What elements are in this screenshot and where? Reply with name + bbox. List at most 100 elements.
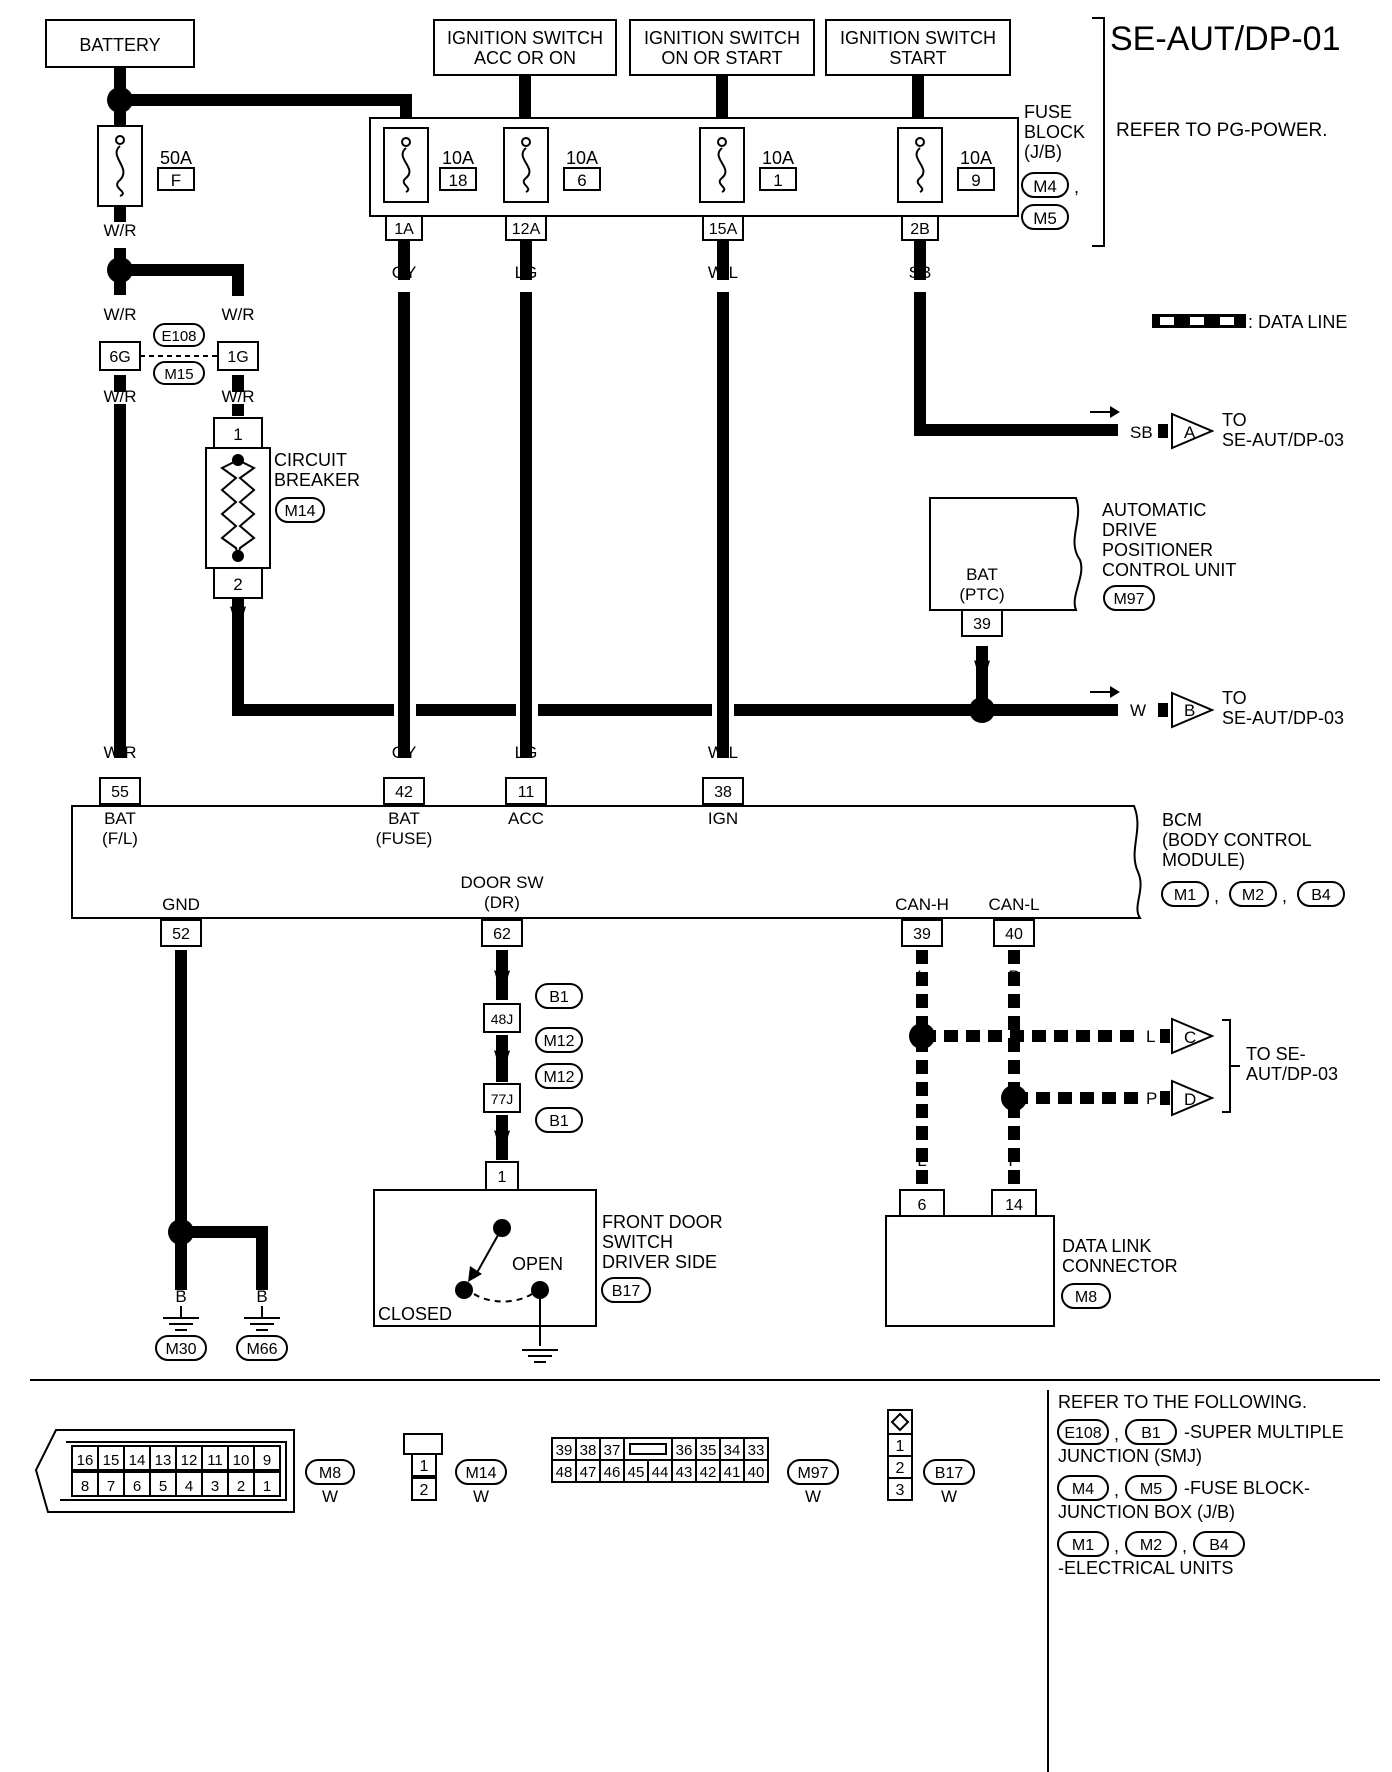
svg-text:,: , (1114, 1424, 1119, 1444)
door-switch-label-2: SWITCH (602, 1232, 673, 1252)
wire-wr-2: W/R (221, 305, 254, 324)
ground-wire-b-1: B (175, 1287, 186, 1306)
bcm-wire-wl: W/L (708, 743, 738, 762)
offpage-a-dest-1: TO (1222, 410, 1247, 430)
wire-color-wr: W/R (103, 221, 136, 240)
m97-pin-33: 33 (748, 1442, 765, 1459)
bcm-wire-b: B (175, 967, 186, 986)
m8-pin-13: 13 (155, 1452, 172, 1469)
ground-m30: B M30 (155, 1287, 207, 1361)
door-switch-pin-1: 1 (498, 1169, 507, 1186)
refer-pg-power: REFER TO PG-POWER. (1116, 120, 1328, 141)
ign-on-line2: ON OR START (661, 48, 782, 68)
door-wire-w-3: W (494, 1127, 510, 1146)
dlc-conn-m8: M8 (1075, 1289, 1097, 1306)
ign-on-line1: IGNITION SWITCH (644, 28, 800, 48)
wire-wr-4: W/R (221, 387, 254, 406)
b17-view-conn: B17 (935, 1465, 964, 1482)
svg-text:,: , (1114, 1480, 1119, 1500)
m97-pin-37: 37 (604, 1442, 621, 1459)
joint2-conn-m12: M12 (543, 1069, 574, 1086)
m8-pin-16: 16 (77, 1452, 94, 1469)
fuse-block-label-1: FUSE (1024, 102, 1072, 122)
offpage-d-letter: D (1184, 1090, 1196, 1109)
main-fuse-num: F (171, 171, 181, 190)
m97-pin-42: 42 (700, 1464, 717, 1481)
smj-conn-m15: M15 (164, 366, 193, 383)
refer-conn-m2: M2 (1140, 1537, 1162, 1554)
bcm-pin-52-name: GND (162, 895, 200, 914)
bcm-pin-40-name: CAN-L (988, 895, 1039, 914)
m8-pin-12: 12 (181, 1452, 198, 1469)
ground-conn-m66: M66 (246, 1341, 277, 1358)
m14-view-pin-1: 1 (420, 1458, 429, 1475)
wire-lg-top: LG (515, 263, 538, 282)
fuse-block-label-3: (J/B) (1024, 142, 1062, 162)
m14-view-color: W (473, 1487, 489, 1506)
m8-pin-1: 1 (263, 1478, 271, 1495)
m8-pin-11: 11 (207, 1452, 223, 1469)
bcm-pin-62-name-2: (DR) (484, 893, 520, 912)
fuse-block-label-2: BLOCK (1024, 122, 1085, 142)
offpage-d: P D (1146, 1079, 1215, 1117)
fuse-6-num: 6 (577, 171, 586, 190)
b17-view-pin-3: 3 (896, 1482, 905, 1499)
m14-view-conn: M14 (465, 1465, 496, 1482)
m97-pin-48: 48 (556, 1464, 573, 1481)
bcm-pin-11-name: ACC (508, 809, 544, 828)
battery-label: BATTERY (79, 35, 160, 55)
front-door-switch: 1 OPEN CLOSED FRONT DOOR SWITCH DRIVER S… (373, 1161, 723, 1363)
fuse-block-conn-m4: M4 (1033, 177, 1057, 196)
adp-pin-39: 39 (973, 616, 991, 633)
cb-label-1: CIRCUIT (274, 450, 347, 470)
bcm-pin-38: 38 (714, 784, 732, 801)
m8-pin-6-cell (123, 1471, 151, 1497)
adp-label-1: AUTOMATIC (1102, 500, 1206, 520)
fuse-1: 10A 1 (699, 127, 797, 203)
adp-wire-w: W (974, 657, 990, 676)
fb-term-12a-label: 12A (512, 221, 541, 238)
bcm-module: BCM (BODY CONTROL MODULE) M1 , M2 , B4 (71, 805, 1345, 919)
data-line-legend: : DATA LINE (1152, 312, 1347, 332)
offpage-b: W B TO SE-AUT/DP-03 (1090, 686, 1344, 729)
dlc-wire-l: L (917, 1151, 926, 1170)
offpage-b-letter: B (1184, 701, 1195, 720)
m8-pin-2: 2 (237, 1478, 245, 1495)
circuit-breaker: 1 2 CIRCUIT BREAKER M14 W (205, 417, 360, 622)
fuse-9: 10A 9 (897, 127, 995, 203)
bcm-pin-52: 52 (172, 926, 190, 943)
ignition-acc-on-box: IGNITION SWITCH ACC OR ON (433, 19, 617, 76)
smj-joint-6g-1g: W/R W/R 6G 1G E108 M15 W/R W/R (99, 305, 259, 406)
m8-pin-1-cell (253, 1471, 281, 1497)
m8-pin-7-cell (97, 1471, 125, 1497)
cb-conn-m14: M14 (284, 503, 315, 520)
m8-pin-8: 8 (81, 1478, 89, 1495)
bcm-pin-39: 39 (913, 926, 931, 943)
fb-terminal-2b: 2B (901, 215, 939, 241)
m97-pin-34: 34 (724, 1442, 741, 1459)
offpage-b-dest-1: TO (1222, 688, 1247, 708)
bcm-conn-m1: M1 (1174, 887, 1196, 904)
m97-pin-38: 38 (580, 1442, 597, 1459)
door-switch-conn-b17: B17 (612, 1283, 641, 1300)
m97-pin-35: 35 (700, 1442, 717, 1459)
bcm-wire-p: P (1008, 967, 1019, 986)
offpage-a: SB A TO SE-AUT/DP-03 (1090, 406, 1344, 450)
bcm-pin-62-name-1: DOOR SW (460, 873, 543, 892)
bcm-pin-40: 40 (1005, 926, 1023, 943)
offpage-c-letter: C (1184, 1028, 1196, 1047)
m8-pin-9: 9 (263, 1452, 271, 1469)
m8-pin-3: 3 (211, 1478, 219, 1495)
m8-pin-9-cell (253, 1445, 281, 1471)
offpage-c-wire: L (1146, 1027, 1155, 1046)
bcm-label-2: (BODY CONTROL (1162, 830, 1312, 850)
main-fuse-f: 50A F (97, 125, 195, 207)
adp-label-4: CONTROL UNIT (1102, 560, 1236, 580)
refer-fb-1: -FUSE BLOCK- (1184, 1478, 1310, 1498)
smj-term-6g: 6G (109, 349, 130, 366)
refer-conn-m4: M4 (1072, 1481, 1094, 1498)
bcm-pin-38-name: IGN (708, 809, 738, 828)
bcm-pin-42-name-1: BAT (388, 809, 420, 828)
